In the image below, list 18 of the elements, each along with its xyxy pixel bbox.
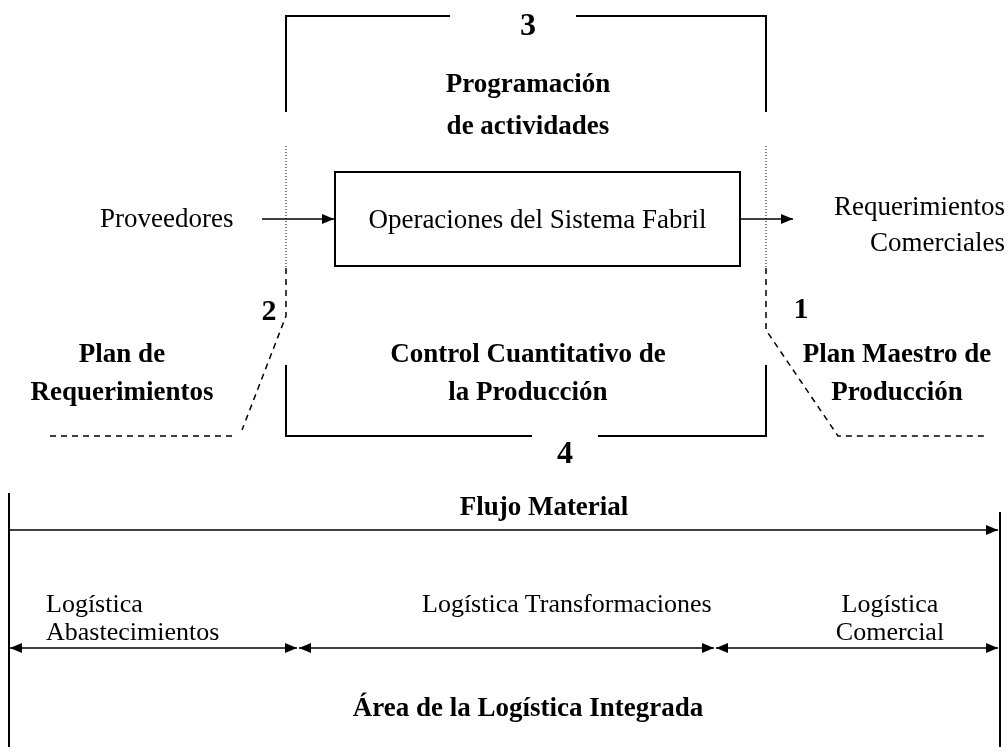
area-label: Área de la Logística Integrada (351, 691, 705, 724)
section-number: 3 (519, 5, 537, 44)
section-heading: Plan Maestro de Producción (801, 337, 993, 408)
span-label: Logística Abastecimientos (46, 590, 221, 646)
section-number: 1 (792, 290, 810, 326)
flow-label: Flujo Material (458, 490, 630, 523)
process-box: Operaciones del Sistema Fabril (334, 171, 741, 267)
span-label: Logística Comercial (834, 590, 946, 646)
section-number: 4 (556, 433, 574, 472)
section-number: 2 (260, 292, 278, 328)
section-heading: Programación de actividades (444, 67, 612, 142)
node-label: Requerimientos Comerciales (793, 184, 1005, 264)
arrow (740, 214, 794, 224)
section-heading: Control Cuantitativo de la Producción (389, 337, 667, 408)
arrow (261, 214, 335, 224)
span-label: Logística Transformaciones (422, 590, 712, 618)
section-heading: Plan de Requerimientos (29, 337, 215, 408)
node-label: Proveedores (100, 198, 262, 238)
